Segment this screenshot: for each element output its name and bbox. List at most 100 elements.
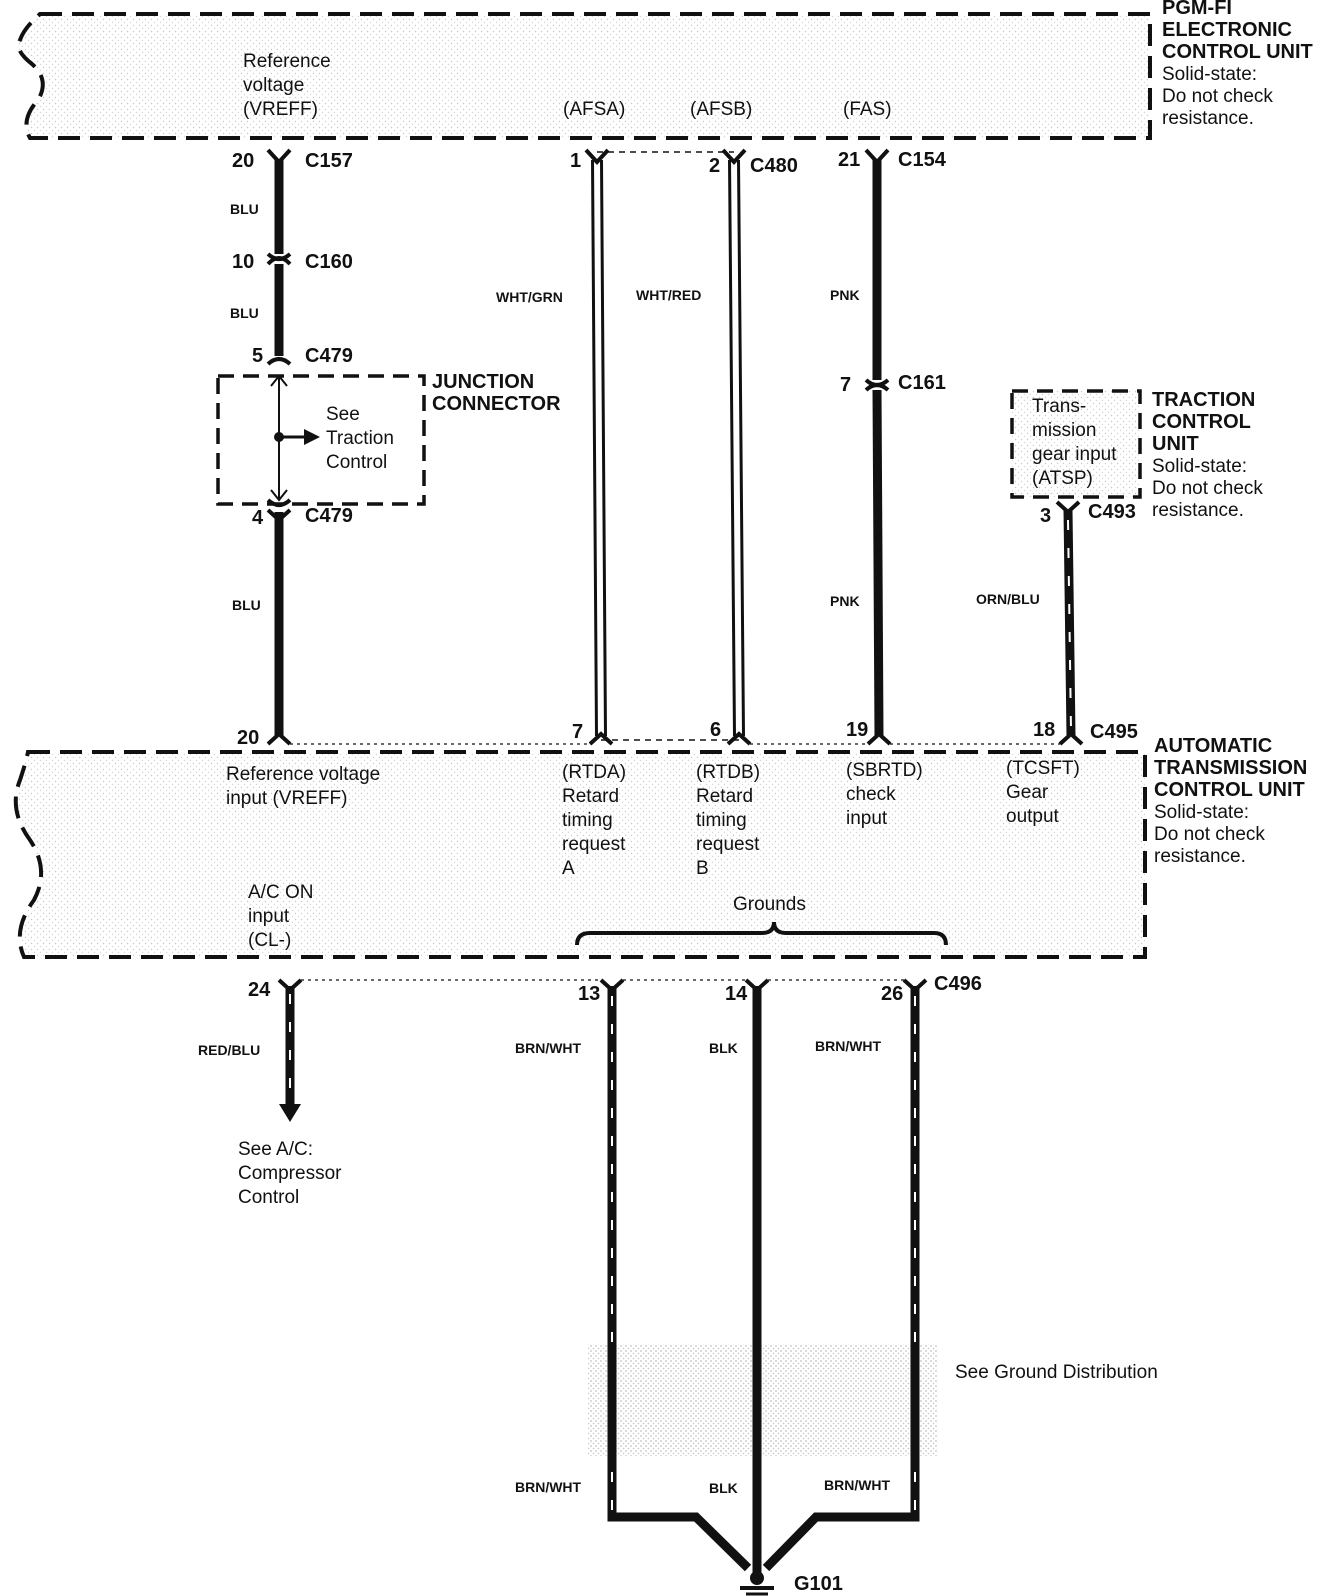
pin-10-c160: 10 <box>232 251 254 273</box>
ac-ref-2: Compressor <box>238 1163 342 1184</box>
tcu-input-2: mission <box>1032 420 1096 441</box>
atcu-ref-label-1: Reference voltage <box>226 764 380 785</box>
pgmfi-title-2: ELECTRONIC <box>1162 19 1292 41</box>
connector-c157: C157 <box>305 150 353 172</box>
connector-c495: C495 <box>1090 721 1138 743</box>
atcu-note-2: Do not check <box>1154 824 1265 845</box>
pgmfi-note-2: Do not check <box>1162 86 1273 107</box>
atcu-rtda-2: Retard <box>562 786 619 807</box>
connector-c160: C160 <box>305 251 353 273</box>
atcu-sbrtd-1: (SBRTD) <box>846 760 923 781</box>
terminal-symbols <box>266 148 1084 993</box>
atcu-rtda-1: (RTDA) <box>562 762 626 783</box>
tcu-input-1: Trans- <box>1032 396 1086 417</box>
wire-label-orn-blu: ORN/BLU <box>976 591 1040 607</box>
atcu-ref-label-2: input (VREFF) <box>226 788 347 809</box>
atcu-sbrtd-3: input <box>846 808 888 829</box>
tcu-title-2: CONTROL <box>1152 411 1251 433</box>
wire-label-blk-1: BLK <box>709 1040 738 1056</box>
wire-label-blu-1: BLU <box>230 201 259 217</box>
pin-19-atcu: 19 <box>846 719 868 741</box>
junction-title-1: JUNCTION <box>432 371 534 393</box>
wire-label-brn-wht-3: BRN/WHT <box>515 1479 582 1495</box>
connector-c496: C496 <box>934 973 982 995</box>
junction-see-2: Traction <box>326 428 394 449</box>
connector-c479-bottom: C479 <box>305 505 353 527</box>
connector-c479-top: C479 <box>305 345 353 367</box>
pgmfi-fas-label: (FAS) <box>843 99 892 120</box>
atcu-title-2: TRANSMISSION <box>1154 757 1307 779</box>
atcu-tcsft-1: (TCSFT) <box>1006 758 1080 779</box>
junction-arrow-down-icon <box>270 489 288 502</box>
ac-ref-3: Control <box>238 1187 299 1208</box>
wire-label-wht-grn: WHT/GRN <box>496 289 563 305</box>
wire-orn-blu-hatch <box>1067 519 1072 731</box>
junction-connector-box <box>216 374 426 506</box>
ac-ref-1: See A/C: <box>238 1139 313 1160</box>
pin-1-c480: 1 <box>570 150 581 172</box>
grounds-brace <box>575 921 948 946</box>
pin-2-c480: 2 <box>709 155 720 177</box>
pgmfi-note-1: Solid-state: <box>1162 64 1257 85</box>
atcu-rtda-5: A <box>562 858 575 879</box>
atcu-rtdb-5: B <box>696 858 709 879</box>
atcu-rtdb-3: timing <box>696 810 747 831</box>
tcu-title-3: UNIT <box>1152 433 1199 455</box>
atcu-grounds-label: Grounds <box>733 894 806 915</box>
wire-label-blu-3: BLU <box>232 597 261 613</box>
pgmfi-ref-label-1: Reference <box>243 51 331 72</box>
atcu-title-3: CONTROL UNIT <box>1154 779 1305 801</box>
pin-20-c157: 20 <box>232 150 254 172</box>
atcu-tcsft-2: Gear <box>1006 782 1049 803</box>
pgmfi-title-3: CONTROL UNIT <box>1162 41 1313 63</box>
pin-20-atcu: 20 <box>237 727 259 749</box>
ground-distribution-area <box>588 1344 938 1456</box>
g101-label: G101 <box>794 1573 843 1595</box>
pin-4-c479: 4 <box>252 507 264 529</box>
ground-distribution-ref: See Ground Distribution <box>955 1362 1158 1383</box>
wire-label-brn-wht-1: BRN/WHT <box>515 1040 582 1056</box>
atcu-box <box>13 750 1147 959</box>
ground-symbol-icon <box>740 1571 774 1596</box>
pin-14-c496: 14 <box>725 983 748 1005</box>
junction-title-2: CONNECTOR <box>432 393 561 415</box>
junction-arrow-up-icon <box>270 374 288 387</box>
wire-label-brn-wht-2: BRN/WHT <box>815 1038 882 1054</box>
pin-24-c496: 24 <box>248 979 271 1001</box>
junction-see-1: See <box>326 404 360 425</box>
wire-orn-blu <box>1063 509 1076 737</box>
pgmfi-ref-label-2: voltage <box>243 75 304 96</box>
wire-label-pnk-2: PNK <box>830 593 860 609</box>
wire-label-blu-2: BLU <box>230 305 259 321</box>
wire-label-pnk-1: PNK <box>830 287 860 303</box>
tcu-title-1: TRACTION <box>1152 389 1255 411</box>
pin-21-c154: 21 <box>838 149 860 171</box>
wire-label-brn-wht-4: BRN/WHT <box>824 1477 891 1493</box>
connector-c154: C154 <box>898 149 947 171</box>
wire-label-wht-red: WHT/RED <box>636 287 701 303</box>
pgmfi-ecu-box <box>16 12 1152 140</box>
pgmfi-note-3: resistance. <box>1162 108 1254 129</box>
pin-7-c161: 7 <box>840 374 851 396</box>
pgmfi-afsb-label: (AFSB) <box>690 99 752 120</box>
atcu-note-3: resistance. <box>1154 846 1246 867</box>
wire-pnk-2 <box>872 389 884 737</box>
pin-6-atcu: 6 <box>710 719 721 741</box>
junction-see-3: Control <box>326 452 387 473</box>
pin-3-c493: 3 <box>1040 505 1051 527</box>
junction-branch-arrow-icon <box>304 429 320 445</box>
pgmfi-afsa-label: (AFSA) <box>563 99 625 120</box>
wire-wht-red-inner <box>731 159 742 737</box>
tcu-box <box>1010 389 1142 499</box>
atcu-ac-2: input <box>248 906 290 927</box>
tcu-input-4: (ATSP) <box>1032 468 1093 489</box>
connector-c493: C493 <box>1088 501 1136 523</box>
atcu-rtda-4: request <box>562 834 626 855</box>
atcu-ac-3: (CL-) <box>248 930 291 951</box>
pin-13-c496: 13 <box>578 983 600 1005</box>
pgmfi-title-1: PGM-FI <box>1162 0 1232 19</box>
pin-7-atcu: 7 <box>572 721 583 743</box>
tcu-note-1: Solid-state: <box>1152 456 1247 477</box>
pin-5-c479: 5 <box>252 345 263 367</box>
